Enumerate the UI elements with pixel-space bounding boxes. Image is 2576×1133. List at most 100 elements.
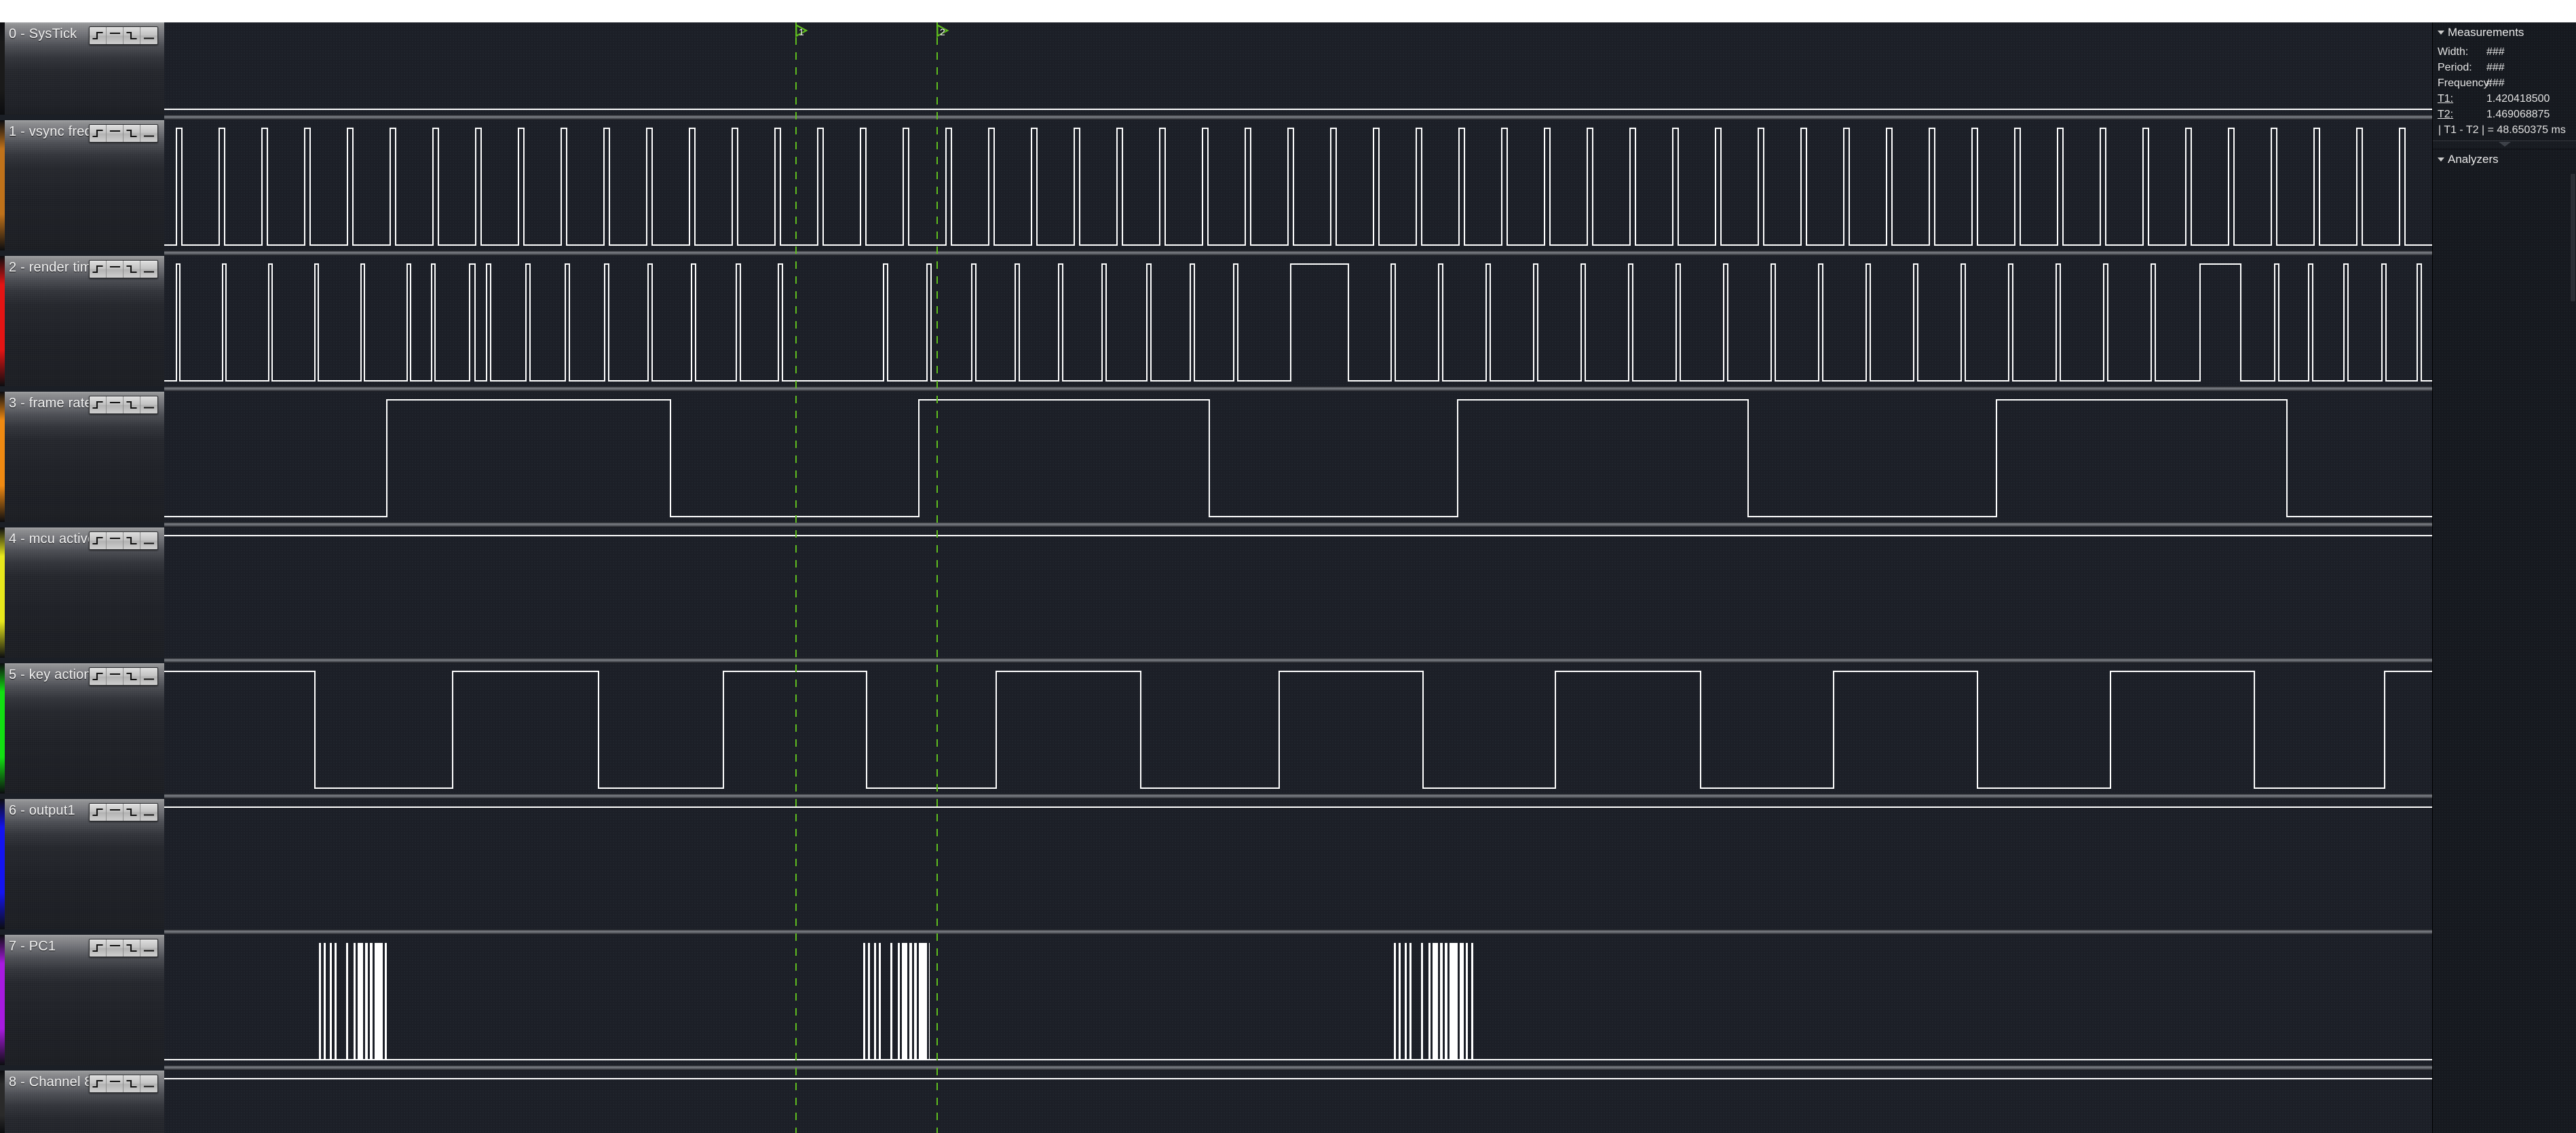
high-level-trigger[interactable] xyxy=(107,1075,124,1092)
falling-edge-trigger[interactable] xyxy=(124,125,140,142)
channel-label-8[interactable]: 8 - Channel 8 xyxy=(0,1071,164,1133)
rising-edge-trigger[interactable] xyxy=(90,125,107,142)
rising-edge-trigger[interactable] xyxy=(90,804,107,821)
low-level-trigger[interactable] xyxy=(140,668,157,685)
low-level-icon xyxy=(143,1085,155,1088)
low-level-trigger[interactable] xyxy=(140,261,157,278)
waveform-trace xyxy=(164,943,2432,1060)
time-marker-flag-1[interactable]: 1 xyxy=(795,23,813,41)
channel-color-strip xyxy=(0,22,5,115)
channel-label-1[interactable]: 1 - vsync freq 1 xyxy=(0,120,164,250)
channel-label-6[interactable]: 6 - output1 xyxy=(0,799,164,929)
falling-edge-trigger[interactable] xyxy=(124,940,140,956)
waveform-lane-3[interactable] xyxy=(164,392,2432,522)
falling-edge-trigger[interactable] xyxy=(124,804,140,821)
falling-edge-trigger[interactable] xyxy=(124,27,140,44)
channel-label-7[interactable]: 7 - PC1 xyxy=(0,935,164,1065)
rising-edge-trigger[interactable] xyxy=(90,668,107,685)
falling-edge-trigger[interactable] xyxy=(124,396,140,413)
waveform-trace xyxy=(164,109,2432,110)
waveform-lane-2[interactable] xyxy=(164,256,2432,386)
waveform-lane-0[interactable] xyxy=(164,22,2432,115)
low-level-trigger[interactable] xyxy=(140,940,157,956)
channel-label-3[interactable]: 3 - frame rate 3 xyxy=(0,392,164,522)
waveform-lane-6[interactable] xyxy=(164,799,2432,929)
high-level-trigger[interactable] xyxy=(107,396,124,413)
waveform-lane-1[interactable] xyxy=(164,120,2432,250)
splitter-grip-icon[interactable] xyxy=(2498,142,2511,147)
high-level-icon xyxy=(109,809,120,811)
trigger-button-group[interactable] xyxy=(89,1075,158,1093)
waveform-trace xyxy=(164,263,2432,382)
falling-edge-icon xyxy=(126,808,137,817)
falling-edge-trigger[interactable] xyxy=(124,261,140,278)
waveform-lane-4[interactable] xyxy=(164,527,2432,658)
low-level-trigger[interactable] xyxy=(140,125,157,142)
rising-edge-trigger[interactable] xyxy=(90,27,107,44)
high-level-trigger[interactable] xyxy=(107,125,124,142)
high-level-trigger[interactable] xyxy=(107,532,124,549)
panel-splitter[interactable] xyxy=(2433,141,2576,149)
low-level-icon xyxy=(143,950,155,952)
trigger-button-group[interactable] xyxy=(89,939,158,957)
waveform-lane-5[interactable] xyxy=(164,663,2432,794)
lane-separator xyxy=(164,115,2432,120)
chevron-down-icon[interactable] xyxy=(2438,31,2444,35)
trigger-button-group[interactable] xyxy=(89,667,158,686)
measurement-value: ### xyxy=(2486,45,2505,58)
rising-edge-trigger[interactable] xyxy=(90,396,107,413)
falling-edge-trigger[interactable] xyxy=(124,532,140,549)
rising-edge-icon xyxy=(92,808,103,817)
channel-label-2[interactable]: 2 - render time 2 xyxy=(0,256,164,386)
top-white-band xyxy=(0,0,2576,22)
measurement-key[interactable]: T1: xyxy=(2438,92,2454,105)
measurement-key[interactable]: T2: xyxy=(2438,108,2454,120)
rising-edge-trigger[interactable] xyxy=(90,940,107,956)
channel-label-4[interactable]: 4 - mcu active 4 xyxy=(0,527,164,658)
high-level-trigger[interactable] xyxy=(107,940,124,956)
trigger-button-group[interactable] xyxy=(89,396,158,414)
high-level-trigger[interactable] xyxy=(107,261,124,278)
waveform-lane-8[interactable] xyxy=(164,1071,2432,1133)
falling-edge-trigger[interactable] xyxy=(124,1075,140,1092)
high-level-trigger[interactable] xyxy=(107,668,124,685)
time-marker-flag-2[interactable]: 2 xyxy=(936,23,954,41)
rising-edge-icon xyxy=(92,944,103,952)
measurements-header[interactable]: Measurements xyxy=(2433,22,2576,42)
channel-name: 3 - frame rate 3 xyxy=(9,396,104,411)
falling-edge-trigger[interactable] xyxy=(124,668,140,685)
chevron-down-icon[interactable] xyxy=(2438,157,2444,162)
high-level-trigger[interactable] xyxy=(107,804,124,821)
measurement-key: Width: xyxy=(2438,45,2469,58)
measurement-row: Frequency:### xyxy=(2438,75,2576,91)
rising-edge-trigger[interactable] xyxy=(90,261,107,278)
trigger-button-group[interactable] xyxy=(89,26,158,45)
rising-edge-trigger[interactable] xyxy=(90,1075,107,1092)
measurement-row: T1:1.420418500 xyxy=(2438,91,2576,107)
high-level-icon xyxy=(109,32,120,35)
panel-scrollbar[interactable] xyxy=(2570,173,2576,302)
trigger-button-group[interactable] xyxy=(89,124,158,143)
waveform-lane-7[interactable] xyxy=(164,935,2432,1065)
rising-edge-icon xyxy=(92,1079,103,1088)
low-level-trigger[interactable] xyxy=(140,1075,157,1092)
trigger-button-group[interactable] xyxy=(89,803,158,821)
channel-color-strip xyxy=(0,1071,5,1133)
analyzers-header[interactable]: Analyzers xyxy=(2433,149,2576,169)
rising-edge-trigger[interactable] xyxy=(90,532,107,549)
low-level-trigger[interactable] xyxy=(140,27,157,44)
trigger-button-group[interactable] xyxy=(89,532,158,550)
analyzers-title: Analyzers xyxy=(2448,153,2499,166)
rising-edge-icon xyxy=(92,672,103,681)
channel-color-strip xyxy=(0,527,5,658)
low-level-trigger[interactable] xyxy=(140,396,157,413)
low-level-trigger[interactable] xyxy=(140,804,157,821)
channel-label-5[interactable]: 5 - key action xyxy=(0,663,164,794)
high-level-trigger[interactable] xyxy=(107,27,124,44)
channel-color-strip xyxy=(0,663,5,794)
trigger-button-group[interactable] xyxy=(89,260,158,278)
channel-label-0[interactable]: 0 - SysTick xyxy=(0,22,164,115)
low-level-trigger[interactable] xyxy=(140,532,157,549)
